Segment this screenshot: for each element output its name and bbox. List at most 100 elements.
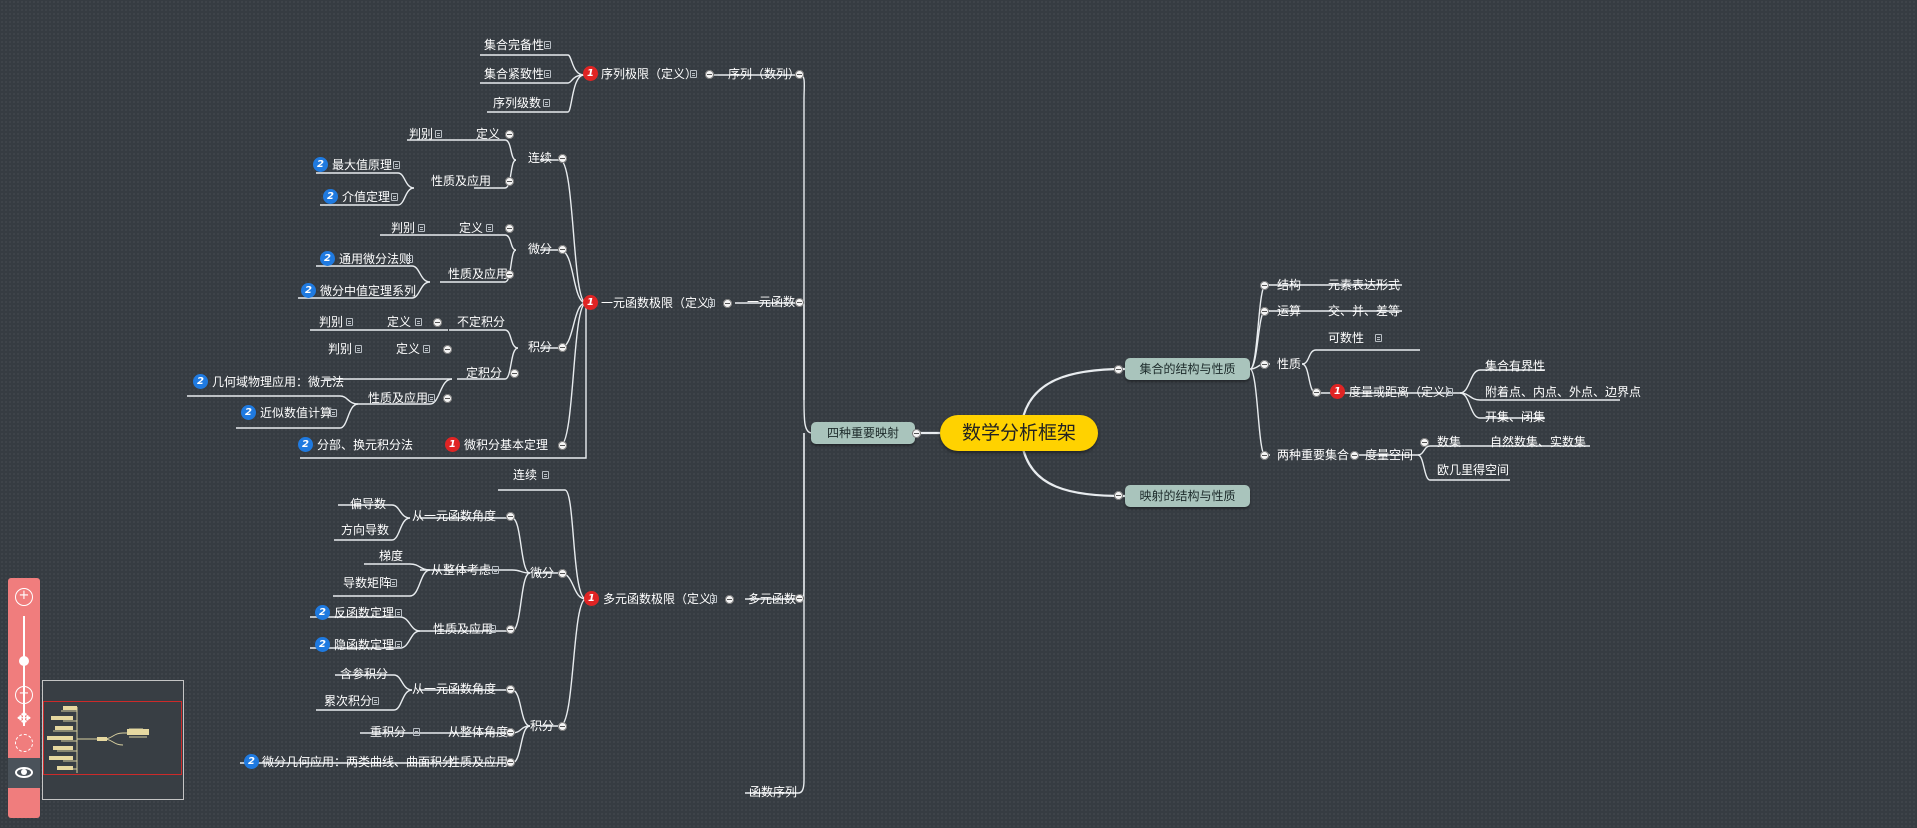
- minimap-viewport[interactable]: [43, 701, 182, 775]
- node-props[interactable]: 性质及应用: [433, 622, 494, 636]
- note-icon[interactable]: [542, 471, 549, 479]
- note-icon[interactable]: [395, 609, 402, 617]
- node-structure[interactable]: 结构: [1277, 278, 1302, 292]
- collapse-icon[interactable]: [1260, 451, 1269, 460]
- node-metric[interactable]: 度量或距离（定义）: [1349, 385, 1458, 399]
- node-judge[interactable]: 判别: [409, 127, 434, 141]
- note-icon[interactable]: [372, 697, 379, 705]
- node-element-form[interactable]: 元素表达形式: [1328, 278, 1401, 292]
- node-reals[interactable]: 自然数集、实数集: [1490, 435, 1587, 449]
- node-series[interactable]: 序列级数: [493, 96, 542, 110]
- zoom-out-button[interactable]: −: [15, 686, 33, 704]
- note-icon[interactable]: [435, 130, 442, 138]
- collapse-icon[interactable]: [1420, 438, 1429, 447]
- node-operations[interactable]: 运算: [1277, 304, 1302, 318]
- collapse-multi-icon[interactable]: [795, 594, 804, 603]
- node-countable[interactable]: 可数性: [1328, 331, 1365, 345]
- collapse-single-limit-icon[interactable]: [723, 299, 732, 308]
- node-integral[interactable]: 积分: [528, 340, 553, 354]
- zoom-in-button[interactable]: +: [15, 588, 33, 606]
- node-completeness[interactable]: 集合完备性: [484, 38, 545, 52]
- note-icon[interactable]: [393, 161, 400, 169]
- node-props[interactable]: 性质及应用: [431, 174, 492, 188]
- node-continuity[interactable]: 连续: [513, 468, 538, 482]
- note-icon[interactable]: [708, 299, 715, 307]
- node-partial[interactable]: 偏导数: [350, 497, 387, 511]
- node-open-closed[interactable]: 开集、闭集: [1485, 410, 1546, 424]
- zoom-slider-handle[interactable]: [19, 656, 29, 666]
- note-icon[interactable]: [543, 99, 550, 107]
- node-bounded[interactable]: 集合有界性: [1485, 359, 1546, 373]
- node-whole[interactable]: 从整体考虑: [431, 563, 492, 577]
- note-icon[interactable]: [492, 566, 499, 574]
- note-icon[interactable]: [489, 625, 496, 633]
- note-icon[interactable]: [418, 224, 425, 232]
- collapse-maps-icon[interactable]: [1114, 491, 1123, 500]
- node-judge[interactable]: 判别: [319, 315, 344, 329]
- collapse-icon[interactable]: [505, 270, 514, 279]
- collapse-icon[interactable]: [1260, 307, 1269, 316]
- note-icon[interactable]: [355, 345, 362, 353]
- note-icon[interactable]: [544, 70, 551, 78]
- node-euclid[interactable]: 欧几里得空间: [1437, 463, 1510, 477]
- root-node[interactable]: 数学分析框架: [940, 415, 1098, 451]
- node-sequence-limit[interactable]: 序列极限（定义）: [601, 67, 698, 81]
- collapse-icon[interactable]: [1350, 451, 1359, 460]
- collapse-icon[interactable]: [506, 728, 515, 737]
- collapse-icon[interactable]: [1260, 360, 1269, 369]
- note-icon[interactable]: [390, 579, 397, 587]
- node-indefinite[interactable]: 不定积分: [457, 315, 506, 329]
- node-whole[interactable]: 从整体角度: [448, 725, 509, 739]
- node-implicit[interactable]: 隐函数定理: [334, 638, 395, 652]
- zoom-slider[interactable]: [23, 616, 25, 726]
- node-numeric[interactable]: 近似数值计算: [260, 406, 333, 420]
- node-definition[interactable]: 定义: [396, 342, 421, 356]
- node-ivt[interactable]: 介值定理: [342, 190, 391, 204]
- collapse-icon[interactable]: [725, 595, 734, 604]
- node-number-set[interactable]: 数集: [1437, 435, 1462, 449]
- note-icon[interactable]: [346, 318, 353, 326]
- node-metric-space[interactable]: 度量空间: [1365, 448, 1414, 462]
- node-differential[interactable]: 微分: [528, 242, 553, 256]
- node-properties[interactable]: 性质: [1277, 357, 1302, 371]
- note-icon[interactable]: [690, 70, 697, 78]
- collapse-icon[interactable]: [510, 369, 519, 378]
- node-from-single[interactable]: 从一元函数角度: [412, 682, 497, 696]
- minimap[interactable]: [42, 680, 184, 800]
- node-param[interactable]: 含参积分: [340, 667, 389, 681]
- collapse-seq-limit-icon[interactable]: [705, 70, 714, 79]
- collapse-icon[interactable]: [1260, 281, 1269, 290]
- collapse-icon[interactable]: [558, 569, 567, 578]
- collapse-sets-icon[interactable]: [1114, 365, 1123, 374]
- note-icon[interactable]: [413, 728, 420, 736]
- node-ops-val[interactable]: 交、并、差等: [1328, 304, 1401, 318]
- node-multi-var[interactable]: 多元函数: [748, 592, 797, 606]
- collapse-icon[interactable]: [443, 345, 452, 354]
- node-ftc[interactable]: 微积分基本定理: [464, 438, 549, 452]
- main-node-maps[interactable]: 映射的结构与性质: [1125, 485, 1250, 507]
- node-definite[interactable]: 定积分: [466, 366, 503, 380]
- collapse-icon[interactable]: [1312, 388, 1321, 397]
- collapse-icon[interactable]: [558, 343, 567, 352]
- note-icon[interactable]: [1375, 334, 1382, 342]
- note-icon[interactable]: [406, 255, 413, 263]
- collapse-icon[interactable]: [558, 722, 567, 731]
- node-judge[interactable]: 判别: [328, 342, 353, 356]
- node-definition[interactable]: 定义: [476, 127, 501, 141]
- collapse-sequence-icon[interactable]: [795, 70, 804, 79]
- collapse-icon[interactable]: [506, 685, 515, 694]
- node-gradient[interactable]: 梯度: [379, 549, 404, 563]
- collapse-left-icon[interactable]: [912, 429, 921, 438]
- node-mvt[interactable]: 微分中值定理系列: [320, 284, 417, 298]
- node-integral[interactable]: 积分: [530, 719, 555, 733]
- node-definition[interactable]: 定义: [387, 315, 412, 329]
- node-judge[interactable]: 判别: [391, 221, 416, 235]
- note-icon[interactable]: [415, 318, 422, 326]
- node-geom-app[interactable]: 微分几何应用：两类曲线、曲面积分: [262, 755, 455, 769]
- collapse-single-icon[interactable]: [795, 298, 804, 307]
- node-definition[interactable]: 定义: [459, 221, 484, 235]
- collapse-icon[interactable]: [558, 245, 567, 254]
- node-two-sets[interactable]: 两种重要集合: [1277, 448, 1350, 462]
- node-iterated[interactable]: 累次积分: [324, 694, 373, 708]
